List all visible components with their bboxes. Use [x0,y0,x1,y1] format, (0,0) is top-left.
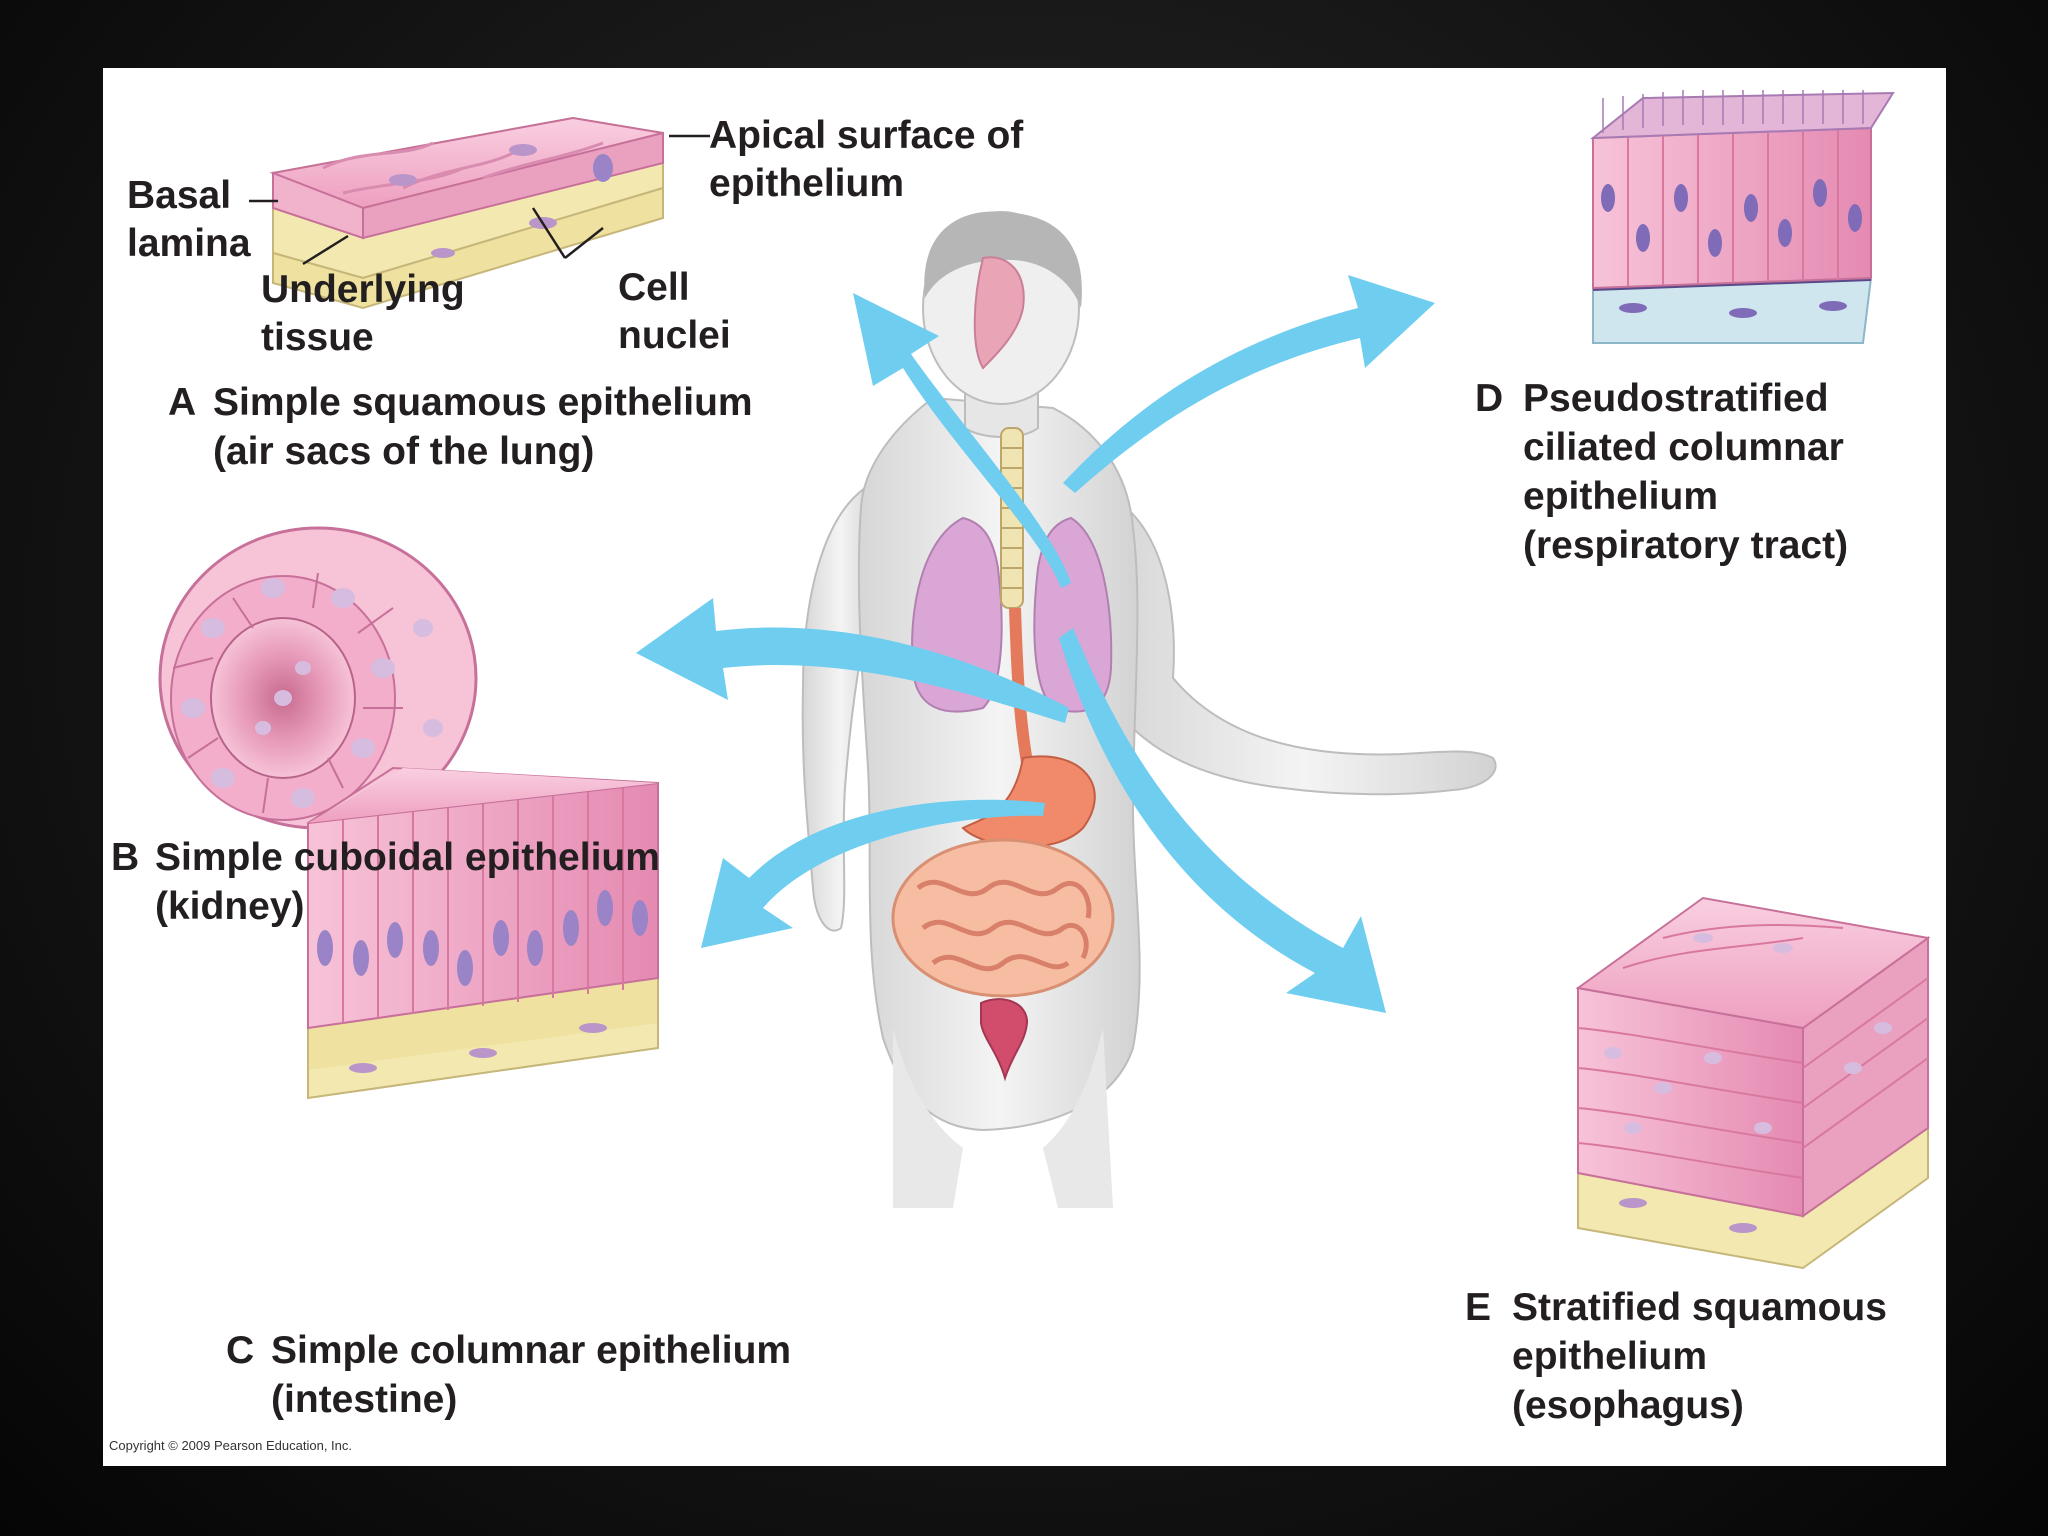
label-apical-surface-1: Apical surface of [709,114,1024,157]
diagram-slide: Basal lamina Apical surface of epitheliu… [103,68,1946,1466]
caption-e-line1: Stratified squamous [1512,1286,1887,1329]
label-basal-lamina-2: lamina [127,222,251,265]
arrow-e [1059,628,1386,1013]
arrow-a [853,293,1071,588]
caption-d-letter: D [1475,377,1504,420]
caption-a-letter: A [168,381,197,424]
label-apical-surface-2: epithelium [709,162,905,205]
tissue-b-simple-cuboidal [158,526,478,830]
arrow-c [701,799,1045,948]
caption-a-line2: (air sacs of the lung) [213,430,595,473]
tissue-c-simple-columnar [307,766,659,1100]
caption-e-line2: epithelium [1512,1335,1708,1378]
caption-c-letter: C [226,1329,255,1372]
label-underlying-tissue-2: tissue [261,316,374,359]
caption-e-line3: (esophagus) [1512,1384,1744,1427]
tissue-e-stratified-squamous [1575,896,1931,1270]
label-cell-nuclei-1: Cell [618,266,690,309]
epithelium-illustration [158,90,1931,1270]
label-basal-lamina-1: Basal [127,174,232,217]
arrow-d [1063,275,1435,493]
tissue-d-pseudostratified [1590,90,1895,344]
caption-a-line1: Simple squamous epithelium [213,381,753,424]
caption-c-line2: (intestine) [271,1378,458,1421]
caption-b-line1: Simple cuboidal epithelium [155,836,660,879]
caption-d-line1: Pseudostratified [1523,377,1829,420]
caption-b-letter: B [111,836,140,879]
tissue-a-simple-squamous [249,116,710,310]
arrow-b [636,598,1069,723]
label-underlying-tissue-1: Underlying [261,268,465,311]
caption-b-line2: (kidney) [155,885,305,928]
caption-d-line2: ciliated columnar [1523,426,1844,469]
arrows [636,275,1435,1013]
caption-e-letter: E [1465,1286,1492,1329]
label-cell-nuclei-2: nuclei [618,314,731,357]
caption-c-line1: Simple columnar epithelium [271,1329,792,1372]
caption-d-line4: (respiratory tract) [1523,524,1849,567]
caption-d-line3: epithelium [1523,475,1719,518]
copyright-notice: Copyright © 2009 Pearson Education, Inc. [109,1438,353,1453]
